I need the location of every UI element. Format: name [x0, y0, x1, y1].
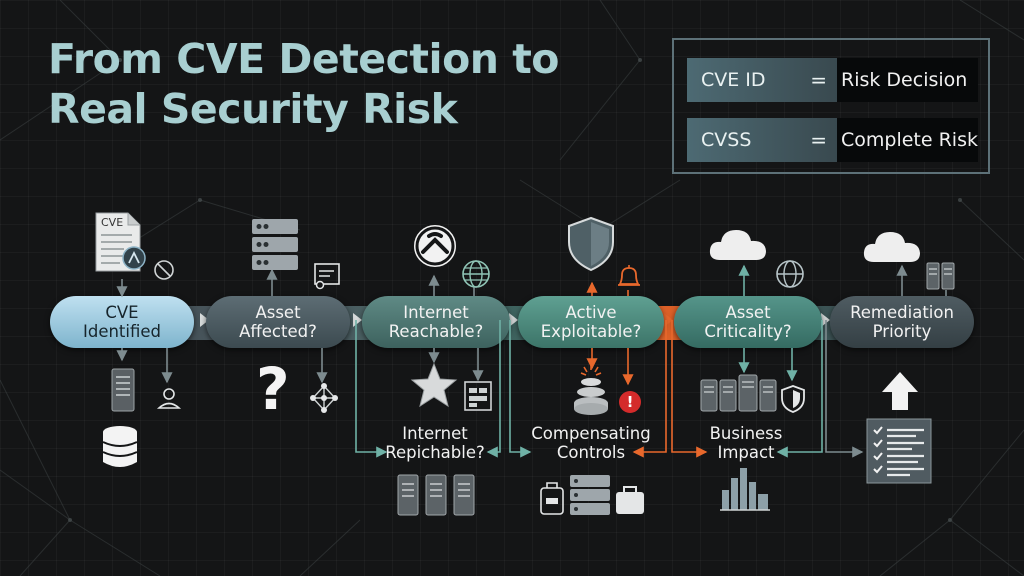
globe-icon	[462, 260, 490, 288]
server-rack-icon	[252, 219, 298, 270]
cve-doc-label: CVE	[101, 216, 123, 229]
substep-label-line: Business	[709, 424, 783, 443]
step-label-line: Internet	[403, 303, 469, 322]
step-label-line: Affected?	[239, 322, 317, 341]
star-badge-icon	[410, 362, 458, 408]
checklist-icon	[866, 418, 932, 484]
settings-window-icon	[314, 263, 340, 290]
alert-icon	[619, 391, 641, 413]
chevron-right-icon	[509, 313, 518, 327]
alert-mark: !	[626, 393, 634, 411]
globe-icon	[776, 260, 804, 288]
legend-left-cell: CVSS =	[687, 118, 837, 162]
server-tower-icon	[111, 368, 135, 412]
step-label-line: Exploitable?	[540, 322, 642, 341]
legend-row-cve-id: CVE ID = Risk Decision	[687, 58, 978, 102]
equals-sign: =	[810, 128, 827, 152]
network-nodes-icon	[310, 383, 338, 413]
legend-panel: CVE ID = Risk Decision CVSS = Complete R…	[672, 38, 990, 174]
step-asset-criticality: Asset Criticality?	[674, 296, 822, 348]
question-mark-icon: ?	[256, 355, 290, 423]
step-active-exploitable: Active Exploitable?	[518, 296, 664, 348]
chevron-right-icon	[353, 313, 362, 327]
step-internet-reachable: Internet Reachable?	[362, 296, 510, 348]
server-cluster-icon	[700, 374, 777, 412]
substep-label-line: Compensating	[531, 424, 651, 443]
legend-term: CVSS	[701, 129, 752, 151]
server-towers-icon	[397, 474, 475, 516]
user-hand-icon	[156, 388, 182, 409]
step-label-line: Identified	[82, 322, 162, 341]
priority-up-arrow-icon	[882, 372, 918, 410]
legend-definition: Risk Decision	[837, 58, 978, 102]
cloud-icon	[863, 232, 920, 262]
substep-label-line: Internet	[402, 424, 468, 443]
chevron-right-icon	[200, 313, 209, 327]
step-label-line: Priority	[872, 322, 932, 341]
controls-toolkit-icon	[540, 475, 644, 515]
title-line-2: Real Security Risk	[48, 85, 458, 133]
equals-sign: =	[810, 68, 827, 92]
shield-outline-icon	[781, 385, 805, 413]
step-label-line: Asset	[255, 303, 301, 322]
bug-badge-icon	[122, 246, 146, 270]
firewall-window-icon	[464, 381, 492, 411]
exploit-stack-icon	[574, 364, 608, 415]
substep-label-line: Repichable?	[385, 443, 485, 462]
step-label-line: Asset	[725, 303, 771, 322]
step-remediation-priority: Remediation Priority	[830, 296, 974, 348]
legend-definition: Complete Risk	[837, 118, 978, 162]
business-building-chart-icon	[720, 468, 770, 511]
legend-term: CVE ID	[701, 69, 766, 91]
step-cve-identified: CVE Identified	[50, 296, 194, 348]
shield-icon	[568, 216, 614, 272]
step-label-line: Reachable?	[388, 322, 484, 341]
substep-compensating-controls: Compensating Controls	[526, 424, 656, 462]
title-line-1: From CVE Detection to	[48, 35, 559, 83]
step-label-line: Criticality?	[704, 322, 792, 341]
step-asset-affected: Asset Affected?	[206, 296, 350, 348]
page-title: From CVE Detection to Real Security Risk	[48, 34, 559, 134]
cloud-icon	[709, 230, 766, 260]
chevron-right-icon	[664, 313, 673, 327]
step-label-line: Remediation	[850, 303, 954, 322]
blocked-threat-icon	[412, 223, 458, 269]
server-pair-icon	[926, 262, 955, 290]
no-access-icon	[154, 260, 174, 280]
substep-internet-repichable: Internet Repichable?	[384, 424, 486, 462]
substep-business-impact: Business Impact	[700, 424, 792, 462]
step-label-line: CVE	[105, 303, 139, 322]
step-label-line: Active	[565, 303, 617, 322]
legend-row-cvss: CVSS = Complete Risk	[687, 118, 978, 162]
database-icon	[102, 426, 138, 467]
alarm-bell-icon	[618, 265, 640, 286]
legend-left-cell: CVE ID =	[687, 58, 837, 102]
substep-label-line: Controls	[556, 443, 626, 462]
substep-label-line: Impact	[717, 443, 775, 462]
